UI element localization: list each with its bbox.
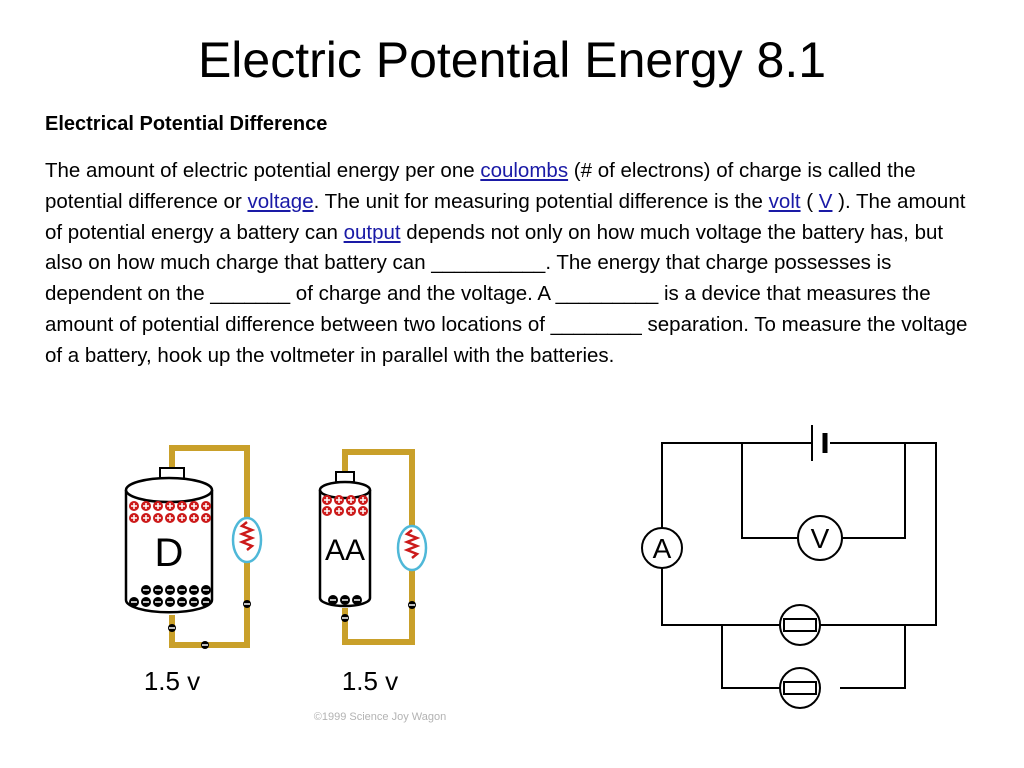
d-cell-voltage-label: 1.5 v: [144, 666, 200, 696]
d-cell-bulb-icon: [231, 516, 263, 564]
d-cell-wire: [169, 445, 250, 648]
circuit-wires: [661, 442, 937, 689]
paragraph-text-5: ). The amount of potential energy a batt…: [45, 189, 966, 244]
negative-charge-icon: [165, 585, 175, 595]
d-cell-battery: D: [124, 476, 214, 614]
paragraph-text-6: depends not only on how much voltage the…: [45, 220, 968, 367]
lamp-icon: [779, 667, 821, 709]
positive-charge-icon: [358, 495, 368, 505]
negative-charge-icon: [352, 595, 362, 605]
volt-link[interactable]: volt: [768, 189, 801, 213]
negative-charge-icon: [177, 597, 187, 607]
negative-charge-icon: [189, 597, 199, 607]
copyright-text: ©1999 Science Joy Wagon: [314, 711, 446, 723]
positive-charge-icon: [177, 513, 187, 523]
positive-charge-icon: [153, 501, 163, 511]
paragraph-text-1: The amount of electric potential energy …: [45, 159, 481, 182]
negative-charge-icon: [177, 585, 187, 595]
paragraph-text-4: (: [800, 189, 819, 213]
positive-charge-icon: [358, 506, 368, 516]
aa-cell-terminal: [335, 471, 355, 483]
positive-charge-icon: [141, 513, 151, 523]
positive-charge-icon: [129, 501, 139, 511]
d-cell-wire-electrons: [168, 600, 251, 649]
negative-charge-icon: [141, 585, 151, 595]
aa-cell-wire-electrons: [341, 601, 416, 622]
positive-charge-icon: [189, 513, 199, 523]
ammeter-icon: A: [641, 527, 683, 569]
positive-charge-icon: [346, 495, 356, 505]
voltmeter-letter: V: [811, 523, 830, 554]
output-link[interactable]: output: [343, 220, 401, 244]
positive-charge-icon: [177, 501, 187, 511]
positive-charge-icon: [201, 513, 211, 523]
positive-charge-icon: [153, 513, 163, 523]
d-cell-positive-charges: [129, 501, 211, 523]
positive-charge-icon: [165, 513, 175, 523]
negative-charge-icon: [328, 595, 338, 605]
positive-charge-icon: [141, 501, 151, 511]
positive-charge-icon: [322, 506, 332, 516]
coulombs-link[interactable]: coulombs: [480, 159, 569, 182]
negative-charge-icon: [129, 597, 139, 607]
v-symbol-link[interactable]: V: [818, 189, 833, 213]
body-paragraph: The amount of electric potential energy …: [45, 156, 970, 372]
positive-charge-icon: [322, 495, 332, 505]
paragraph-text-3: . The unit for measuring potential diffe…: [313, 189, 769, 213]
paragraph-text-2: (# of electrons) of charge is called the…: [45, 159, 916, 213]
positive-charge-icon: [334, 506, 344, 516]
section-heading: Electrical Potential Difference: [45, 113, 328, 135]
d-cell-terminal: [159, 467, 185, 481]
negative-charge-icon: [201, 597, 211, 607]
negative-charge-icon: [153, 597, 163, 607]
d-cell-negative-charges: [129, 585, 211, 607]
positive-charge-icon: [189, 501, 199, 511]
lamp-icon: [779, 604, 821, 646]
negative-charge-icon: [189, 585, 199, 595]
aa-cell-battery: AA: [318, 480, 372, 608]
negative-charge-icon: [141, 597, 151, 607]
page-title: Electric Potential Energy 8.1: [197, 32, 827, 88]
positive-charge-icon: [346, 506, 356, 516]
aa-cell-bulb-icon: [396, 524, 428, 572]
voltage-link[interactable]: voltage: [247, 189, 314, 213]
aa-cell-label: AA: [325, 534, 365, 567]
positive-charge-icon: [201, 501, 211, 511]
positive-charge-icon: [165, 501, 175, 511]
aa-cell-positive-charges: [322, 495, 368, 516]
positive-charge-icon: [129, 513, 139, 523]
battery-symbol-icon: [811, 425, 828, 461]
ammeter-letter: A: [653, 533, 672, 564]
aa-cell-negative-charges: [328, 595, 362, 605]
d-cell-label: D: [155, 531, 184, 575]
aa-cell-wire: [342, 449, 415, 645]
negative-charge-icon: [165, 597, 175, 607]
negative-charge-icon: [153, 585, 163, 595]
aa-cell-voltage-label: 1.5 v: [342, 666, 398, 696]
voltmeter-icon: V: [797, 515, 843, 561]
negative-charge-icon: [201, 585, 211, 595]
negative-charge-icon: [340, 595, 350, 605]
positive-charge-icon: [334, 495, 344, 505]
